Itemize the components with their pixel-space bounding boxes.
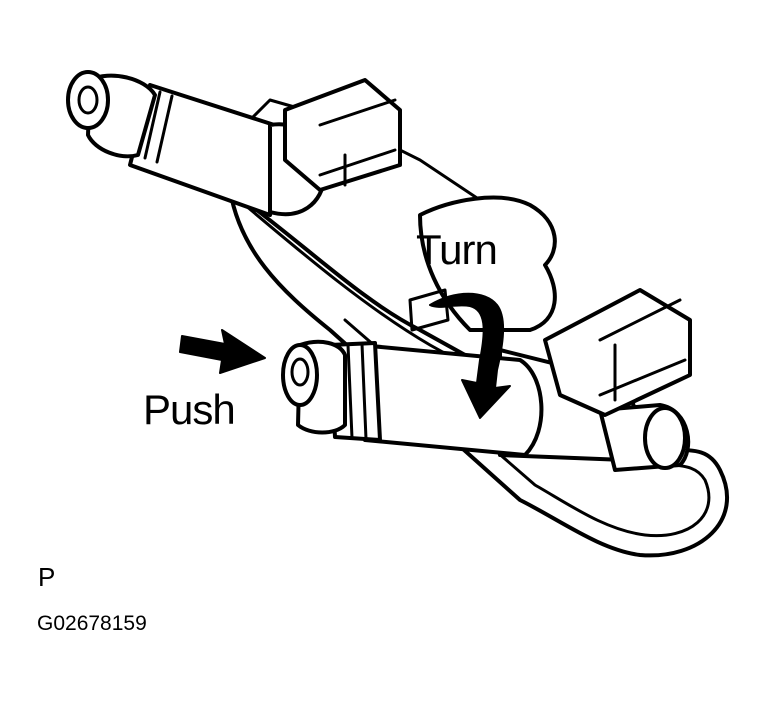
- curved-rotate-arrow-icon: [408, 288, 511, 419]
- upper-injector: [66, 70, 402, 217]
- right-arrow-icon: [179, 329, 266, 374]
- turn-label: Turn: [416, 226, 498, 273]
- view-mark-label: P: [38, 562, 56, 592]
- main-injector: [281, 288, 692, 472]
- figure-id-label: G02678159: [37, 612, 147, 635]
- push-label: Push: [143, 386, 236, 433]
